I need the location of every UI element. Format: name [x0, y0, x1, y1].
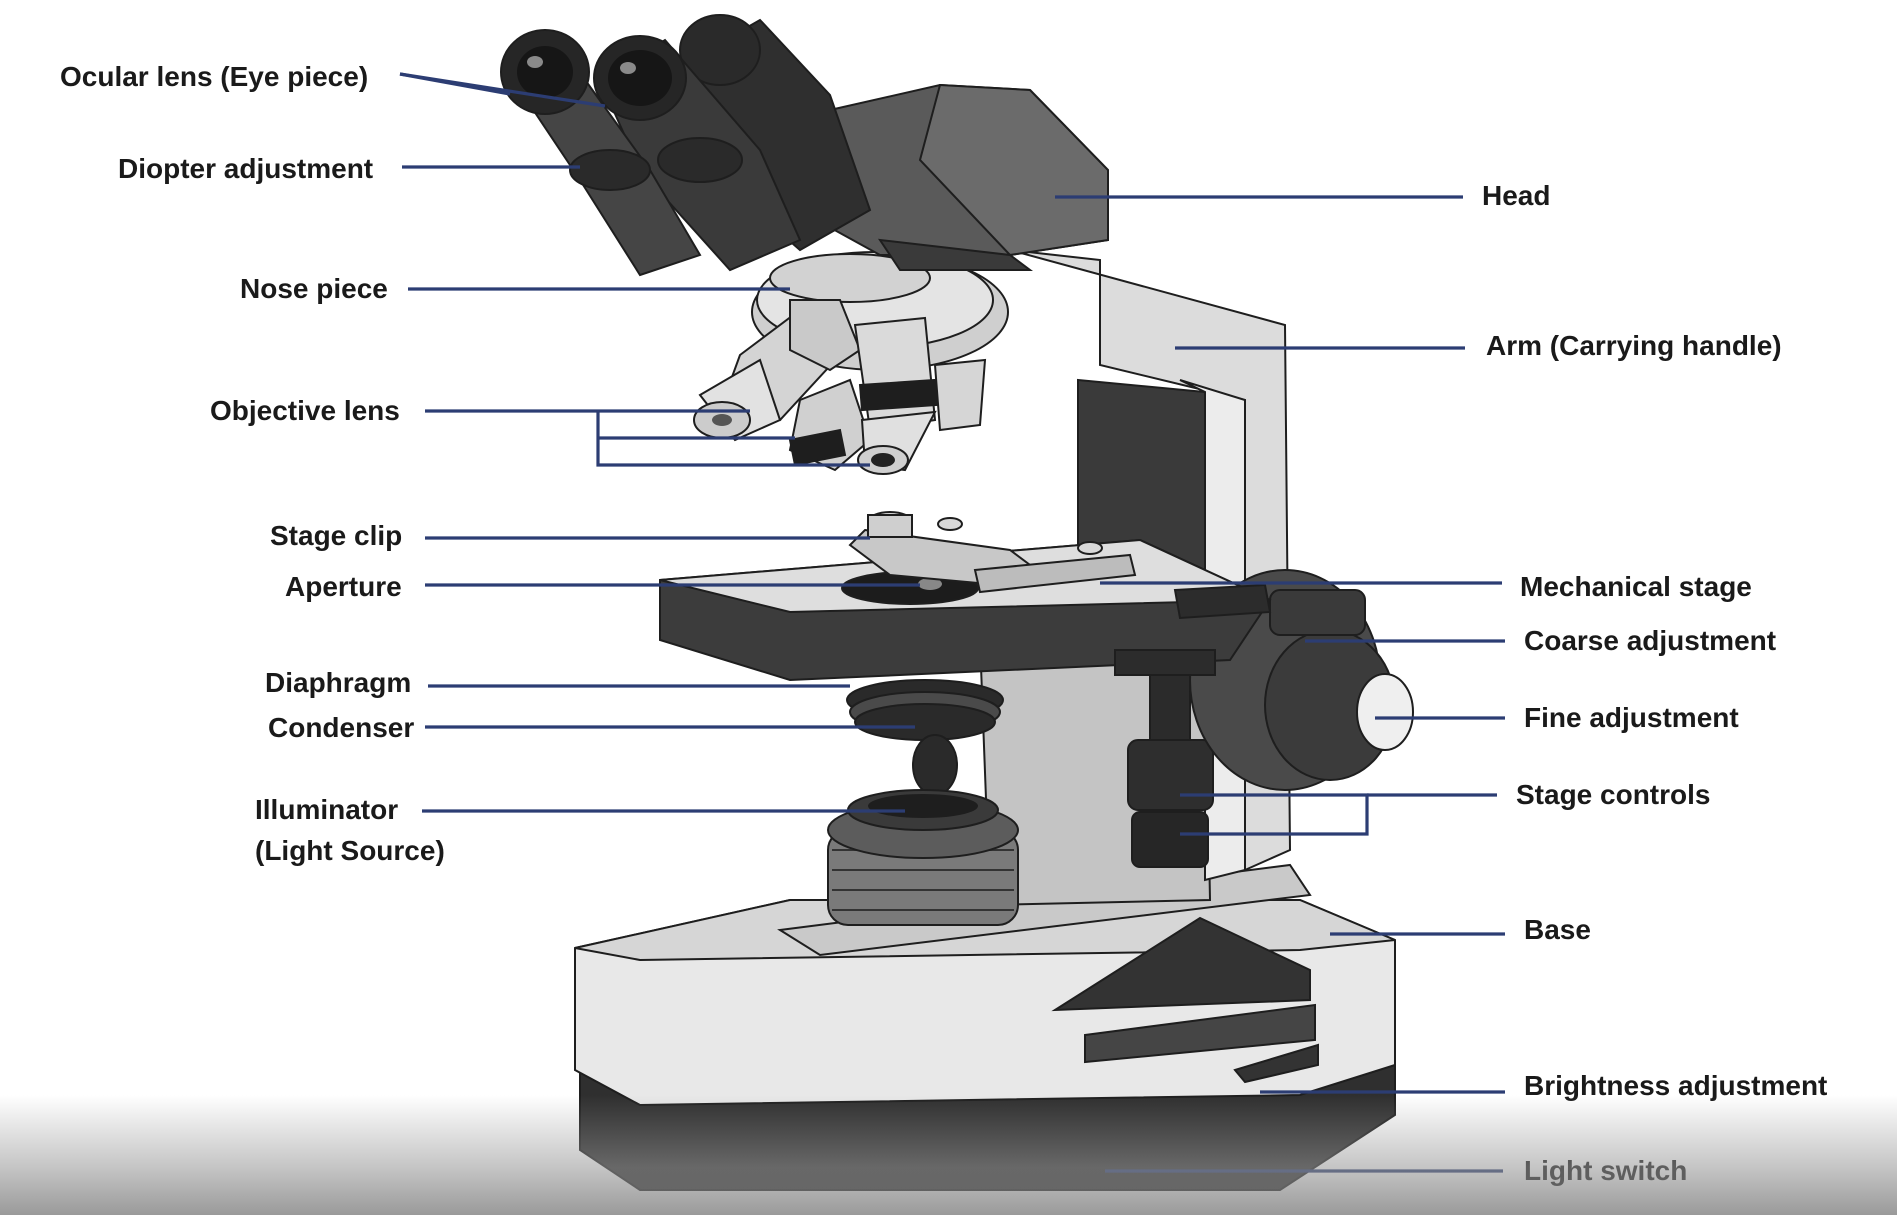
label-base: Base	[1524, 914, 1591, 945]
label-head: Head	[1482, 180, 1550, 211]
label-illuminator-light-source: (Light Source)	[255, 835, 445, 866]
labels: Ocular lens (Eye piece) Diopter adjustme…	[60, 61, 1827, 1186]
label-light-switch: Light switch	[1524, 1155, 1687, 1186]
label-arm: Arm (Carrying handle)	[1486, 330, 1782, 361]
label-brightness-adjustment: Brightness adjustment	[1524, 1070, 1827, 1101]
label-objective-lens: Objective lens	[210, 395, 400, 426]
label-fine-adjustment: Fine adjustment	[1524, 702, 1739, 733]
objective-lenses-shape	[693, 299, 987, 475]
stage-shape	[659, 511, 1272, 682]
illuminator-shape	[827, 789, 1019, 926]
label-stage-controls: Stage controls	[1516, 779, 1710, 810]
eyepiece-tubes-shape	[500, 14, 872, 277]
label-nose-piece: Nose piece	[240, 273, 388, 304]
condenser-shape	[846, 679, 1004, 796]
label-diopter-adjustment: Diopter adjustment	[118, 153, 373, 184]
label-condenser: Condenser	[268, 712, 414, 743]
label-mechanical-stage: Mechanical stage	[1520, 571, 1752, 602]
focus-knobs-shape	[1189, 569, 1414, 791]
label-ocular-lens: Ocular lens (Eye piece)	[60, 61, 368, 92]
nosepiece-shape	[751, 251, 1009, 371]
label-stage-clip: Stage clip	[270, 520, 402, 551]
microscope-illustration	[500, 14, 1414, 1191]
label-coarse-adjustment: Coarse adjustment	[1524, 625, 1776, 656]
label-aperture: Aperture	[285, 571, 402, 602]
label-diaphragm: Diaphragm	[265, 667, 411, 698]
label-illuminator: Illuminator	[255, 794, 398, 825]
